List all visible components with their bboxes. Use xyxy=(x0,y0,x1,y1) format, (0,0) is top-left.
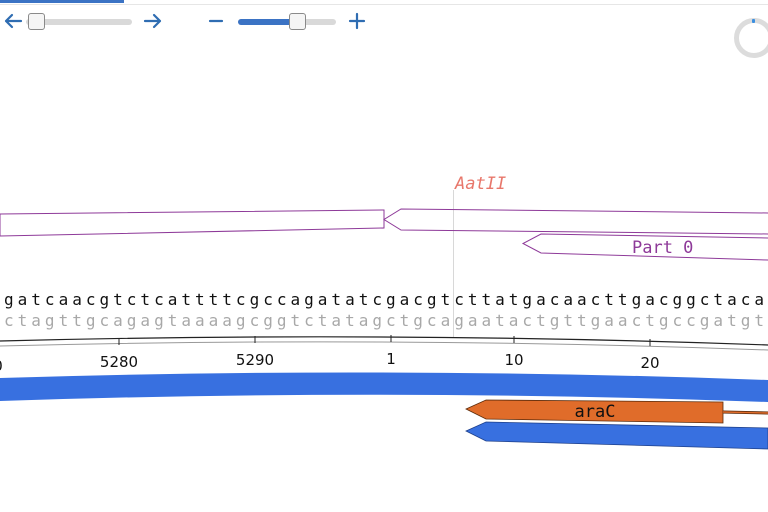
scroll-left-button[interactable] xyxy=(2,10,24,32)
spinner-progress-arc xyxy=(752,19,755,23)
ruler-line xyxy=(0,336,768,346)
ruler-tick-label: 10 xyxy=(504,351,523,369)
gene-label-arac[interactable]: araC xyxy=(575,402,616,422)
ruler-ticks: 0 5280 5290 1 10 20 xyxy=(0,335,660,375)
ruler-tick-label: 20 xyxy=(640,354,659,372)
ruler-tick-label: 5290 xyxy=(236,351,274,369)
ruler-tick-label: 5280 xyxy=(100,353,138,371)
feature-arrow-part0[interactable] xyxy=(521,233,768,261)
scroll-slider-thumb[interactable] xyxy=(28,13,45,30)
viewer-toolbar xyxy=(0,8,380,36)
feature-label-part0[interactable]: Part 0 xyxy=(632,238,693,258)
spinner-icon xyxy=(734,18,768,58)
zoom-slider[interactable] xyxy=(238,13,336,30)
arrow-right-icon xyxy=(143,13,162,29)
scroll-slider[interactable] xyxy=(26,13,132,30)
ruler-tick-label: 1 xyxy=(386,350,396,368)
arrow-left-icon xyxy=(4,13,23,29)
ruler-tick-label: 0 xyxy=(0,357,3,375)
scroll-right-button[interactable] xyxy=(142,10,164,32)
minus-icon xyxy=(208,19,224,23)
plus-icon xyxy=(348,12,366,30)
zoom-out-button[interactable] xyxy=(206,10,226,32)
feature-arrow-large[interactable] xyxy=(0,208,768,237)
header-divider xyxy=(0,4,768,5)
zoom-slider-fill xyxy=(238,19,298,25)
ruler-shadow-line xyxy=(0,341,768,351)
enzyme-label-aatii[interactable]: AatII xyxy=(454,174,506,194)
sequence-forward-strand[interactable]: gatcaacgtctcattttcgccagatatcgacgtcttatga… xyxy=(4,290,764,309)
gene-arrow-arac[interactable] xyxy=(465,399,724,424)
zoom-in-button[interactable] xyxy=(347,10,367,32)
backbone-band[interactable] xyxy=(0,372,768,402)
zoom-slider-thumb[interactable] xyxy=(289,13,306,30)
gene-arac-continuation xyxy=(722,411,768,414)
sequence-reverse-strand[interactable]: ctagttgcagagtaaaagcggtctatagctgcagaatact… xyxy=(4,311,764,330)
active-tab-indicator xyxy=(0,0,124,3)
translation-arrow[interactable] xyxy=(465,421,768,450)
